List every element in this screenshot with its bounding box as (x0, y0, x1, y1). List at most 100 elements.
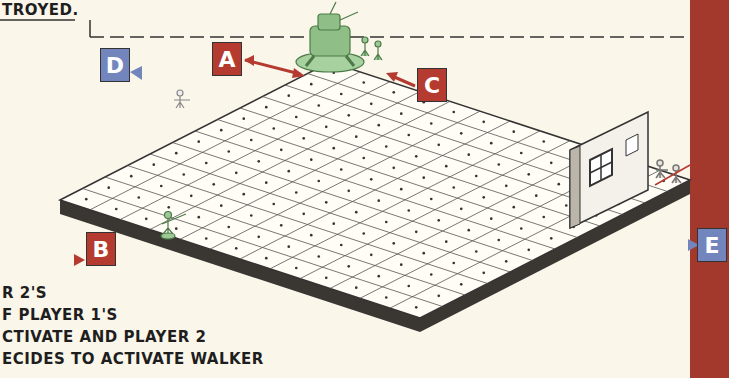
grid-dot (137, 196, 140, 199)
grid-dot (317, 255, 320, 258)
grid-dot (377, 199, 380, 202)
grid-dot (467, 153, 470, 156)
grid-dot (272, 203, 275, 206)
grid-dot (452, 111, 455, 114)
grid-dot (460, 132, 463, 135)
grid-dot (340, 168, 343, 171)
grid-dot (370, 254, 373, 257)
grid-dot (430, 122, 433, 125)
window (590, 149, 612, 186)
infantry-friendly (161, 37, 382, 239)
grid-dot (415, 306, 418, 309)
grid-dot (497, 239, 500, 242)
grid-dot (287, 94, 290, 97)
grid-dot (190, 195, 193, 198)
grid-dot (167, 206, 170, 209)
grid-dot (265, 106, 268, 109)
marker-label: A (212, 42, 242, 76)
grid-dot (362, 81, 365, 84)
grid-dot (407, 209, 410, 212)
arrow-head (130, 66, 142, 80)
grid-dot (310, 83, 313, 86)
grid-dot (272, 127, 275, 130)
grid-dot (370, 103, 373, 106)
marker-label: E (697, 228, 727, 262)
grid-dot (497, 163, 500, 166)
grid-dot (392, 167, 395, 170)
grid-dot (295, 116, 298, 119)
grid-dot (407, 285, 410, 288)
grid-dot (452, 186, 455, 189)
grid-dot (152, 163, 155, 166)
panel-border (0, 20, 90, 37)
grid-dot (407, 134, 410, 137)
grid-dot (550, 162, 553, 165)
grid-dot (205, 237, 208, 240)
grid-dot (197, 216, 200, 219)
board-surface (60, 62, 690, 318)
grid-dot (242, 117, 245, 120)
grid-dot (437, 219, 440, 222)
grid-dot (520, 152, 523, 155)
grid-dot (340, 93, 343, 96)
marker-label: C (417, 68, 447, 102)
grid-dot (347, 114, 350, 117)
grid-dot (370, 178, 373, 181)
board-grid (83, 71, 668, 308)
grid-dot (325, 201, 328, 204)
grid-dot (505, 260, 508, 263)
grid-dot (265, 257, 268, 260)
grid-dot (505, 185, 508, 188)
dashed-line (90, 36, 690, 38)
grid-dot (475, 250, 478, 253)
arrow-head (74, 254, 85, 266)
grid-line (240, 121, 510, 259)
grid-dot (460, 208, 463, 211)
grid-dot (362, 157, 365, 160)
grid-dot (400, 112, 403, 115)
grid-dot (355, 211, 358, 214)
grid-dot (250, 214, 253, 217)
grid-dot (287, 170, 290, 173)
grid-dot (400, 188, 403, 191)
infantry-enemy (655, 160, 690, 185)
grid-dot (287, 245, 290, 248)
grid-dot (325, 126, 328, 129)
grid-dot (452, 262, 455, 265)
marker-label: D (100, 48, 130, 82)
grid-dot (385, 145, 388, 148)
grid-dot (355, 135, 358, 138)
grid-dot (437, 295, 440, 298)
rules-text: ECIDES TO ACTIVATE WALKER (2, 350, 264, 368)
grid-dot (347, 265, 350, 268)
grid-dot (280, 149, 283, 152)
grid-dot (85, 198, 88, 201)
rules-text: R 2'S (2, 284, 47, 302)
grid-dot (475, 175, 478, 178)
grid-dot (482, 272, 485, 275)
grid-dot (197, 140, 200, 143)
grid-dot (362, 232, 365, 235)
window-small (626, 134, 638, 156)
grid-dot (565, 204, 568, 207)
grid-dot (527, 249, 530, 252)
grid-dot (205, 162, 208, 165)
side-band (690, 0, 729, 378)
arrow-head (292, 68, 305, 78)
grid-dot (482, 121, 485, 124)
grid-dot (295, 267, 298, 270)
grid-line (330, 151, 600, 289)
grid-dot (400, 263, 403, 266)
infantry-neutral (174, 90, 190, 108)
wall-side (570, 146, 580, 228)
grid-line (240, 108, 600, 226)
grid-dot (482, 196, 485, 199)
grid-dot (317, 180, 320, 183)
grid-dot (310, 234, 313, 237)
grid-dot (302, 137, 305, 140)
grid-dot (535, 194, 538, 197)
grid-line (300, 141, 570, 279)
grid-dot (325, 277, 328, 280)
grid-dot (422, 176, 425, 179)
grid-dot (175, 227, 178, 230)
